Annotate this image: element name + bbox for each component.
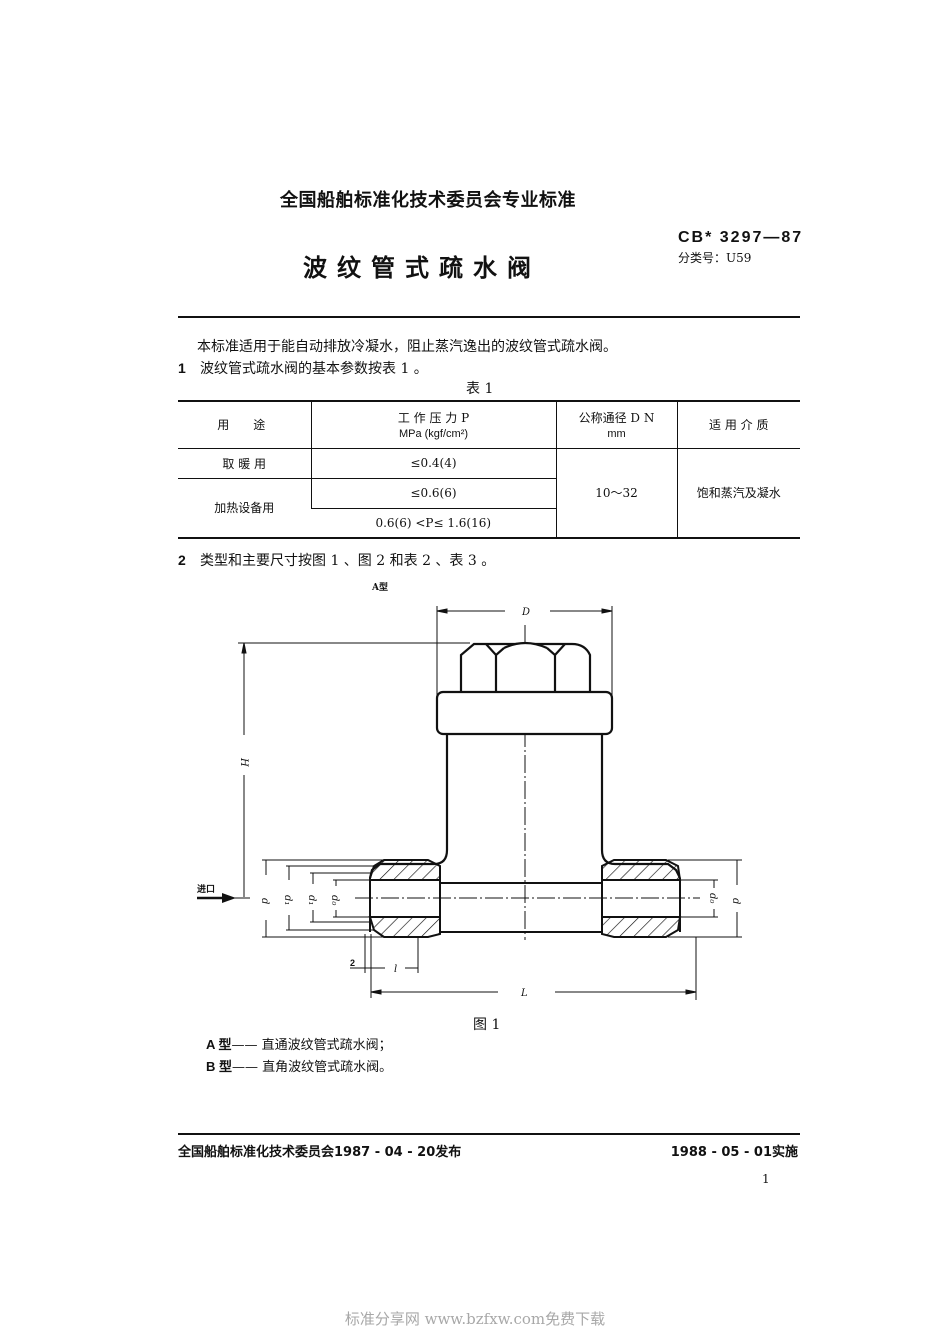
inlet-label: 进口: [197, 883, 215, 895]
dim-label-H: H: [238, 757, 249, 767]
header-pressure: 工 作 压 力 P MPa (kgf/cm²): [310, 401, 556, 448]
clause-2: 2 类型和主要尺寸按图 1 、图 2 和表 2 、表 3 。: [178, 550, 495, 570]
cell-nominal-diameter: 10～32: [555, 448, 677, 538]
type-b-label: B 型: [206, 1059, 233, 1074]
clause-1-number: 1: [178, 360, 186, 376]
table-header-row: 用 途 工 作 压 力 P MPa (kgf/cm²) 公称通径 D N mm …: [178, 401, 800, 448]
document-title: 波纹管式疏水阀: [303, 254, 541, 282]
table-row: 加热设备用 ≤0.6(6): [178, 478, 800, 515]
cell-pressure: ≤0.6(6): [310, 478, 556, 509]
figure-type-label: A型: [372, 583, 388, 593]
dim-label-D: D: [521, 607, 530, 618]
dim-label-2: 2: [350, 958, 355, 968]
type-a-label: A 型: [206, 1037, 232, 1052]
clause-1: 1 波纹管式疏水阀的基本参数按表 1 。: [178, 358, 428, 378]
dim-label-d0-right: d₀: [707, 893, 718, 903]
classification-number: 分类号：U59: [678, 251, 752, 265]
standard-code: CB* 3297—87: [678, 229, 804, 246]
header-medium: 适 用 介 质: [676, 401, 800, 448]
table-1-caption: 表 1: [466, 381, 494, 397]
dim-label-d: d: [259, 898, 270, 904]
issuing-organization: 全国船舶标准化技术委员会专业标准: [280, 190, 576, 211]
type-a-text: —— 直通波纹管式疏水阀；: [231, 1038, 392, 1053]
header-nominal-diameter: 公称通径 D N mm: [555, 401, 677, 448]
type-b-description: B 型—— 直角波纹管式疏水阀。: [206, 1056, 392, 1075]
dim-label-d1: d₁: [282, 895, 293, 905]
dim-label-l: l: [394, 964, 397, 975]
clause-2-text: 类型和主要尺寸按图 1 、图 2 和表 2 、表 3 。: [200, 553, 496, 569]
footer-rule: [178, 1133, 800, 1135]
table-row: 取 暖 用 ≤0.4(4) 10～32 饱和蒸汽及凝水: [178, 448, 800, 538]
dim-label-d-right: d: [730, 898, 741, 904]
table-row: 0.6(6) <P≤ 1.6(16): [178, 508, 800, 538]
cell-pressure: ≤0.4(4): [310, 448, 556, 479]
page-number: 1: [762, 1172, 770, 1186]
cell-pressure: 0.6(6) <P≤ 1.6(16): [375, 515, 492, 530]
issue-date: 全国船舶标准化技术委员会1987 - 04 - 20发布: [178, 1145, 462, 1160]
scope-paragraph: 本标准适用于能自动排放冷凝水，阻止蒸汽逸出的波纹管式疏水阀。: [197, 339, 617, 355]
cell-usage: 取 暖 用: [178, 448, 311, 479]
effective-date: 1988 - 05 - 01实施: [670, 1145, 798, 1160]
figure-1-caption: 图 1: [473, 1017, 501, 1033]
header-rule: [178, 316, 800, 318]
clause-1-text: 波纹管式疏水阀的基本参数按表 1 。: [200, 361, 428, 377]
dim-label-L: L: [520, 988, 528, 999]
type-b-text: —— 直角波纹管式疏水阀。: [232, 1060, 393, 1075]
table-1-parameters: 用 途 工 作 压 力 P MPa (kgf/cm²) 公称通径 D N mm …: [178, 400, 800, 539]
dim-label-d1-inner: d₁: [306, 895, 317, 905]
cell-medium: 饱和蒸汽及凝水: [676, 448, 800, 538]
clause-2-number: 2: [178, 552, 186, 568]
type-a-description: A 型—— 直通波纹管式疏水阀；: [206, 1034, 392, 1053]
dim-label-d0-left: d₀: [329, 895, 340, 905]
header-usage: 用 途: [217, 418, 272, 433]
watermark-text: 标准分享网 www.bzfxw.com免费下载: [344, 1310, 606, 1328]
cell-usage: 加热设备用: [214, 501, 275, 516]
